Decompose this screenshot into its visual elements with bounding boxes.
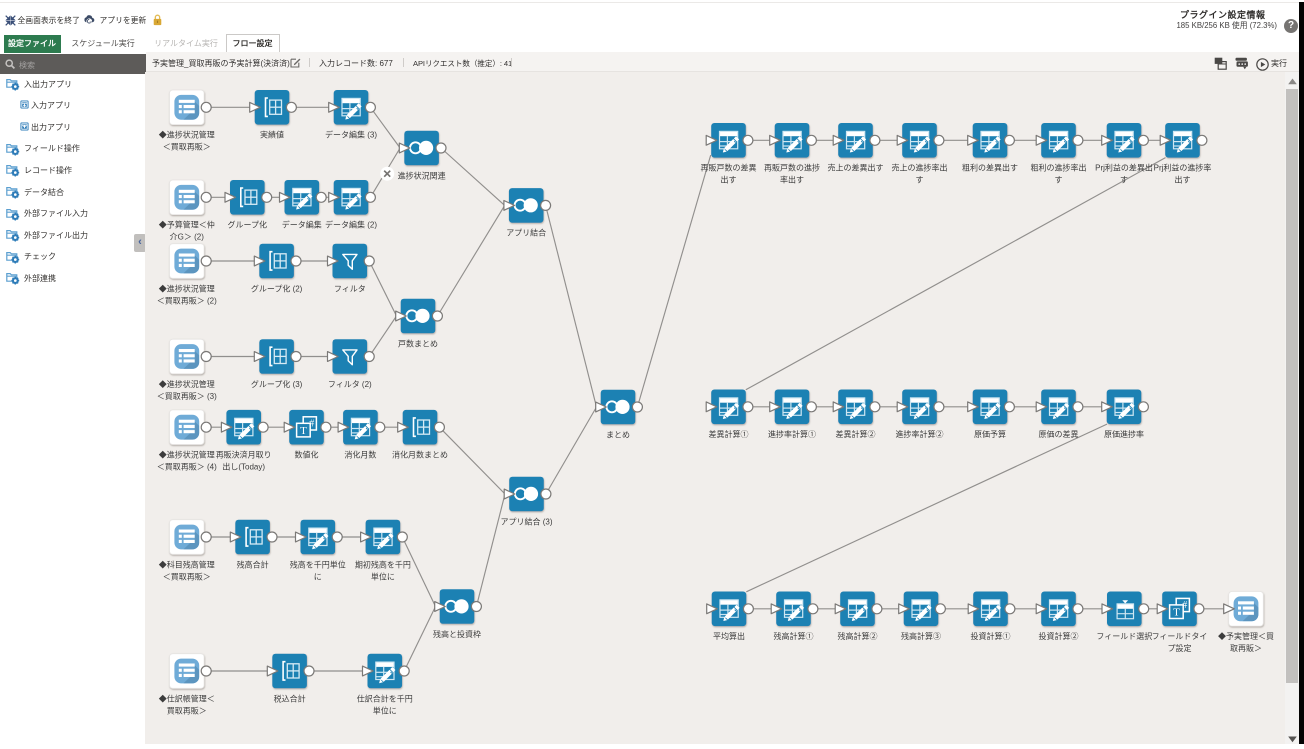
svg-text:粗利の差異出す: 粗利の差異出す — [962, 163, 1018, 173]
svg-text:出す: 出す — [721, 175, 737, 185]
svg-text:原価の差異: 原価の差異 — [1039, 429, 1079, 439]
svg-text:原価予算: 原価予算 — [974, 429, 1006, 439]
svg-text:原価進捗率: 原価進捗率 — [1104, 429, 1144, 439]
svg-text:T: T — [1173, 607, 1180, 619]
svg-text:す: す — [1055, 176, 1063, 185]
svg-text:◆科目残高管理: ◆科目残高管理 — [159, 559, 215, 569]
svg-text:す: す — [916, 176, 924, 185]
svg-text:取再販＞: 取再販＞ — [1230, 643, 1262, 653]
svg-text:出す: 出す — [1175, 175, 1191, 185]
svg-text:データ編集 (3): データ編集 (3) — [325, 130, 377, 140]
svg-text:売上の差異出す: 売上の差異出す — [828, 163, 884, 173]
svg-text:仕訳合計を千円: 仕訳合計を千円 — [357, 693, 413, 703]
svg-text:アプリ結合: アプリ結合 — [506, 228, 546, 238]
svg-text:投資計算②: 投資計算② — [1039, 631, 1079, 641]
svg-text:データ編集 (2): データ編集 (2) — [325, 220, 377, 230]
svg-text:グループ化 (3): グループ化 (3) — [251, 379, 303, 389]
svg-text:単位に: 単位に — [371, 571, 395, 581]
svg-text:介G＞ (2): 介G＞ (2) — [170, 233, 205, 242]
svg-text:に: に — [314, 572, 322, 581]
svg-text:＜買取再販＞ (4): ＜買取再販＞ (4) — [157, 462, 217, 472]
svg-text:戸数まとめ: 戸数まとめ — [398, 338, 438, 348]
svg-text:進捗率計算①: 進捗率計算① — [768, 429, 816, 439]
svg-text:売上の進捗率出: 売上の進捗率出 — [892, 163, 948, 173]
svg-text:数値化: 数値化 — [295, 450, 319, 460]
svg-text:◆予実管理＜買: ◆予実管理＜買 — [1218, 631, 1274, 641]
svg-text:投資計算①: 投資計算① — [971, 631, 1011, 641]
svg-text:差異計算①: 差異計算① — [709, 429, 749, 439]
svg-text:フィールドタイ: フィールドタイ — [1152, 632, 1208, 641]
svg-text:残高を千円単位: 残高を千円単位 — [290, 559, 346, 569]
svg-text:税込合計: 税込合計 — [274, 693, 306, 703]
svg-text:データ編集: データ編集 — [282, 220, 322, 230]
svg-text:消化月数まとめ: 消化月数まとめ — [392, 450, 448, 460]
svg-text:◆進捗状況管理: ◆進捗状況管理 — [159, 283, 215, 293]
svg-text:◆進捗状況管理: ◆進捗状況管理 — [159, 130, 215, 140]
svg-text:フィルタ (2): フィルタ (2) — [328, 380, 372, 389]
svg-text:＜買取再販＞ (2): ＜買取再販＞ (2) — [157, 295, 217, 305]
svg-text:◆進捗状況管理: ◆進捗状況管理 — [159, 450, 215, 460]
svg-text:再販戸数の差異: 再販戸数の差異 — [701, 163, 757, 173]
svg-text:残高計算①: 残高計算① — [774, 631, 814, 641]
svg-text:プ設定: プ設定 — [1168, 643, 1192, 653]
svg-text:グループ化: グループ化 — [228, 220, 268, 230]
svg-text:進捗状況関連: 進捗状況関連 — [398, 170, 446, 180]
svg-text:単位に: 単位に — [373, 705, 397, 715]
svg-text:出し(Today): 出し(Today) — [222, 462, 265, 472]
svg-text:T: T — [300, 425, 307, 437]
svg-text:期初残高を千円: 期初残高を千円 — [355, 559, 411, 569]
svg-text:＜買取再販＞: ＜買取再販＞ — [163, 571, 211, 581]
svg-text:#: # — [309, 419, 314, 430]
svg-text:粗利の進捗率出: 粗利の進捗率出 — [1031, 163, 1087, 173]
svg-text:まとめ: まとめ — [606, 430, 630, 439]
svg-text:グループ化 (2): グループ化 (2) — [251, 283, 303, 293]
svg-text:率出す: 率出す — [780, 175, 804, 185]
svg-text:フィルタ: フィルタ — [334, 284, 366, 293]
svg-text:進捗率計算②: 進捗率計算② — [896, 429, 944, 439]
svg-text:残高計算②: 残高計算② — [838, 631, 878, 641]
svg-text:再販決済月取り: 再販決済月取り — [216, 450, 272, 460]
svg-text:買取再販＞: 買取再販＞ — [167, 705, 207, 715]
svg-text:差異計算②: 差異計算② — [836, 429, 876, 439]
svg-text:す: す — [1120, 176, 1128, 185]
svg-text:アプリ結合 (3): アプリ結合 (3) — [501, 516, 553, 526]
svg-text:◆予算管理＜仲: ◆予算管理＜仲 — [159, 220, 215, 230]
svg-text:＜買取再販＞: ＜買取再販＞ — [163, 142, 211, 152]
svg-text:消化月数: 消化月数 — [344, 450, 376, 460]
svg-text:Prj利益の差異出: Prj利益の差異出 — [1095, 163, 1153, 173]
svg-text:◆仕訳帳管理＜: ◆仕訳帳管理＜ — [159, 693, 215, 703]
svg-text:再販戸数の進捗: 再販戸数の進捗 — [764, 163, 820, 173]
svg-text:平均算出: 平均算出 — [713, 631, 745, 641]
svg-text:＜買取再販＞ (3): ＜買取再販＞ (3) — [157, 391, 217, 401]
svg-text:#: # — [1182, 600, 1187, 611]
svg-text:◆進捗状況管理: ◆進捗状況管理 — [159, 379, 215, 389]
svg-text:残高合計: 残高合計 — [237, 559, 269, 569]
svg-text:残高と投資枠: 残高と投資枠 — [433, 629, 481, 639]
svg-text:Prj利益の進捗率: Prj利益の進捗率 — [1154, 163, 1212, 173]
svg-text:フィールド選択: フィールド選択 — [1096, 631, 1152, 641]
svg-text:残高計算③: 残高計算③ — [901, 631, 941, 641]
svg-text:実績値: 実績値 — [260, 130, 284, 140]
